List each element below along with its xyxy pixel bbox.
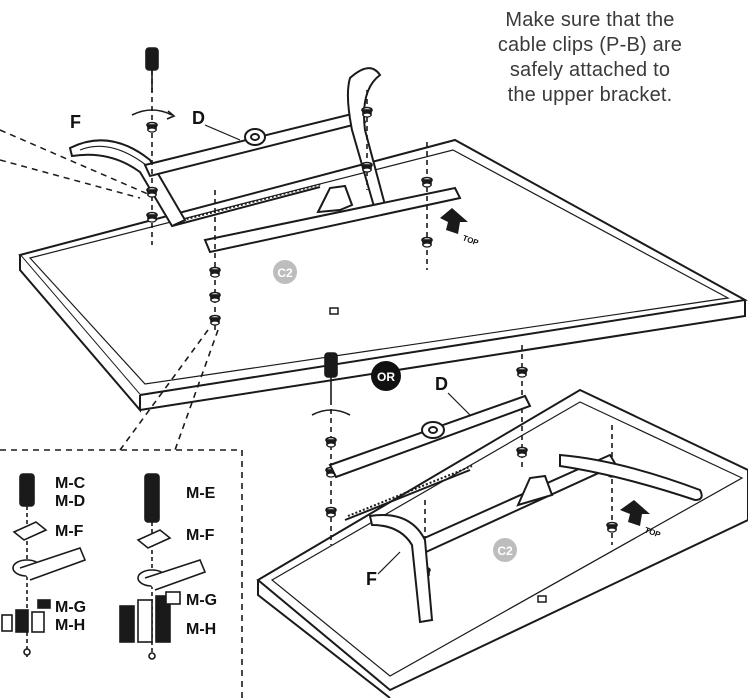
leader-d-bottom xyxy=(447,392,471,416)
bracket-d-top xyxy=(143,110,367,178)
label-f-bottom: F xyxy=(366,569,377,589)
tv-panel-top xyxy=(18,138,748,413)
label-d-bottom: D xyxy=(435,374,448,394)
vent-top xyxy=(171,183,323,227)
leader-lines-top xyxy=(0,129,151,199)
detail-left xyxy=(1,473,87,660)
or-label: OR xyxy=(377,370,395,384)
bracket-c2-top xyxy=(203,184,462,254)
or-badge xyxy=(371,361,401,391)
label-d-top: D xyxy=(192,108,205,128)
detail-right-me: M-E xyxy=(186,485,216,502)
detail-right xyxy=(119,473,207,660)
detail-left-mc: M-C xyxy=(55,475,86,492)
detail-right-mg: M-G xyxy=(186,592,217,609)
detail-left-md: M-D xyxy=(55,493,85,510)
note-line-2: cable clips (P-B) are xyxy=(497,34,683,56)
leader-d-top xyxy=(204,124,241,141)
note-line-1: Make sure that the xyxy=(505,9,675,31)
instruction-note: Make sure that the cable clips (P-B) are… xyxy=(440,8,740,108)
detail-right-mf: M-F xyxy=(186,527,215,544)
c2-label-top: C2 xyxy=(277,266,293,280)
note-line-4: the upper bracket. xyxy=(507,84,673,106)
detail-right-mh: M-H xyxy=(186,621,216,638)
c2-label-bottom: C2 xyxy=(497,544,513,558)
vent-bottom xyxy=(344,465,473,521)
fasteners-top xyxy=(131,47,433,330)
bracket-d-bottom xyxy=(328,394,532,479)
leg-f-bottom xyxy=(368,453,703,624)
panel-logo-top xyxy=(329,307,339,315)
detail-callout xyxy=(0,329,243,698)
panel-logo-bottom xyxy=(537,595,547,603)
screwdriver-bottom xyxy=(311,345,618,610)
note-line-3: safely attached to xyxy=(509,59,671,81)
c2-badge-top xyxy=(273,260,297,284)
c2-badge-bottom xyxy=(493,538,517,562)
label-f-top: F xyxy=(70,112,81,132)
detail-left-mh: M-H xyxy=(55,617,85,634)
leg-f-top xyxy=(68,139,187,228)
detail-left-mf: M-F xyxy=(55,523,84,540)
leader-f-bottom xyxy=(377,551,401,575)
detail-labels: M-C M-D M-F M-G M-H M-E M-F M-G M-H xyxy=(55,475,217,638)
detail-left-mg: M-G xyxy=(55,599,86,616)
